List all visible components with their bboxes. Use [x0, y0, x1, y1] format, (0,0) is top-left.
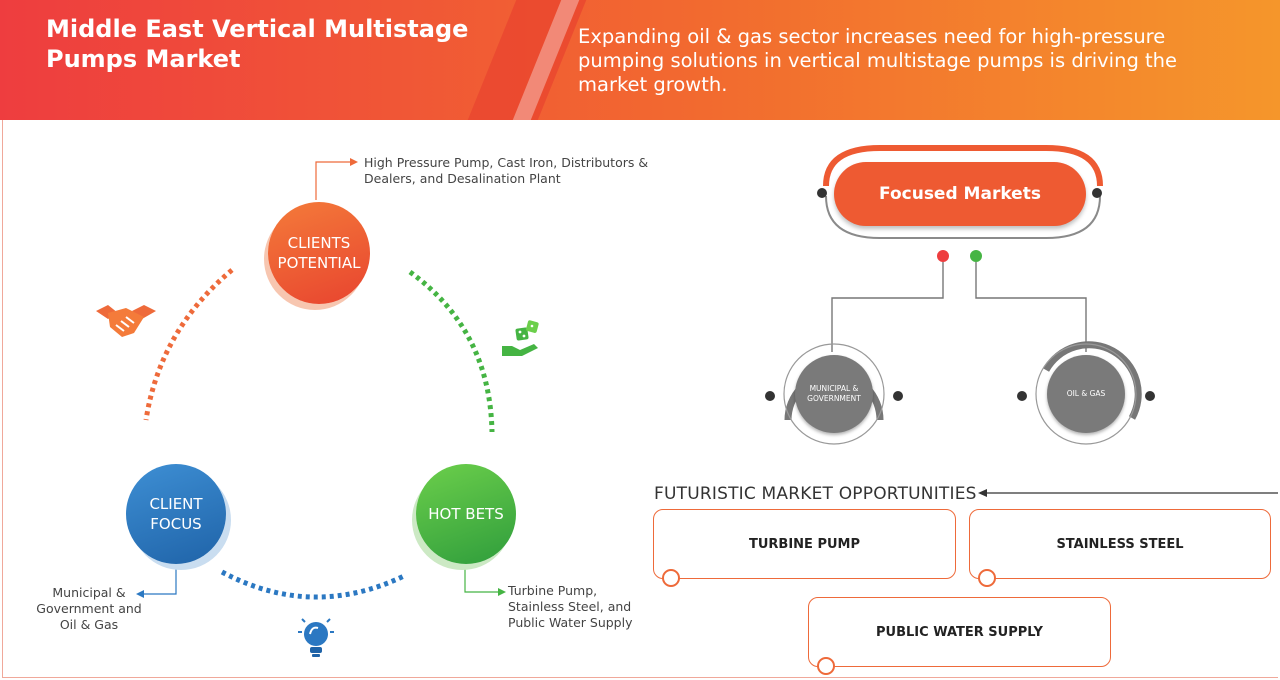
municipal-ring-outline	[783, 343, 885, 445]
oilgas-ring-outline	[1035, 343, 1137, 445]
focused-markets-dot-right	[1092, 188, 1102, 198]
municipal-dot-left	[765, 391, 775, 401]
header-banner: Middle East Vertical Multistage Pumps Ma…	[0, 0, 1280, 120]
hot-bets-note: Turbine Pump, Stainless Steel, and Publi…	[508, 583, 633, 630]
focused-markets-arc-top	[823, 145, 1103, 187]
arc-orange	[143, 268, 234, 421]
clients-potential-label: CLIENTS POTENTIAL	[277, 234, 361, 272]
segment-municipal-label: MUNICIPAL & GOVERNMENT	[807, 384, 861, 403]
opportunity-label: PUBLIC WATER SUPPLY	[876, 624, 1043, 640]
arc-blue	[220, 569, 406, 600]
connector-line-left	[831, 262, 944, 352]
content-frame	[2, 120, 1278, 678]
segment-oil-gas: OIL & GAS	[1047, 355, 1125, 433]
connector-dot-green	[970, 250, 982, 262]
connector-hot-bets	[464, 566, 500, 593]
arc-green	[408, 269, 495, 433]
opportunities-arrowhead	[978, 489, 987, 497]
client-focus-circle: CLIENT FOCUS	[126, 464, 226, 564]
handshake-icon	[96, 305, 156, 337]
client-focus-label: CLIENT FOCUS	[149, 495, 203, 533]
client-focus-note: Municipal & Government and Oil & Gas	[36, 585, 142, 632]
municipal-dot-right	[893, 391, 903, 401]
ring-marker-icon	[817, 657, 835, 675]
ring-marker-icon	[978, 569, 996, 587]
opportunity-turbine-pump: TURBINE PUMP	[653, 509, 956, 587]
opportunities-title: FUTURISTIC MARKET OPPORTUNITIES	[654, 484, 977, 504]
segment-municipal-government: MUNICIPAL & GOVERNMENT	[795, 355, 873, 433]
hot-bets-circle: HOT BETS	[416, 464, 516, 564]
focused-markets-dot-left	[817, 188, 827, 198]
opportunity-public-water-supply: PUBLIC WATER SUPPLY	[808, 597, 1111, 675]
focused-markets-arc-bottom	[825, 195, 1101, 239]
oilgas-dot-left	[1017, 391, 1027, 401]
clients-potential-circle: CLIENTS POTENTIAL	[268, 202, 370, 304]
connector-clients-potential	[315, 161, 352, 200]
oilgas-dot-right	[1145, 391, 1155, 401]
segment-oil-gas-label: OIL & GAS	[1066, 389, 1106, 398]
focused-markets-label: Focused Markets	[879, 184, 1041, 204]
arrowhead-hot-bets	[498, 588, 506, 596]
oilgas-ring-arc	[1042, 341, 1142, 420]
clients-potential-note: High Pressure Pump, Cast Iron, Distribut…	[364, 155, 649, 186]
arrowhead-client-focus	[136, 590, 144, 598]
connector-client-focus	[142, 566, 177, 595]
opportunity-label: TURBINE PUMP	[748, 536, 860, 552]
connector-dot-red	[937, 250, 949, 262]
opportunity-stainless-steel: STAINLESS STEEL	[969, 509, 1271, 587]
connector-line-right	[975, 262, 1087, 352]
hot-bets-label: HOT BETS	[428, 505, 504, 523]
arrowhead-clients-potential	[350, 158, 358, 166]
page-title: Middle East Vertical Multistage Pumps Ma…	[46, 15, 469, 73]
dice-in-hand-icon	[502, 320, 539, 356]
page-tagline: Expanding oil & gas sector increases nee…	[578, 25, 1178, 96]
focused-markets-pill: Focused Markets	[834, 162, 1086, 226]
ring-marker-icon	[662, 569, 680, 587]
opportunity-label: STAINLESS STEEL	[1056, 536, 1184, 552]
lightbulb-icon	[298, 618, 334, 657]
